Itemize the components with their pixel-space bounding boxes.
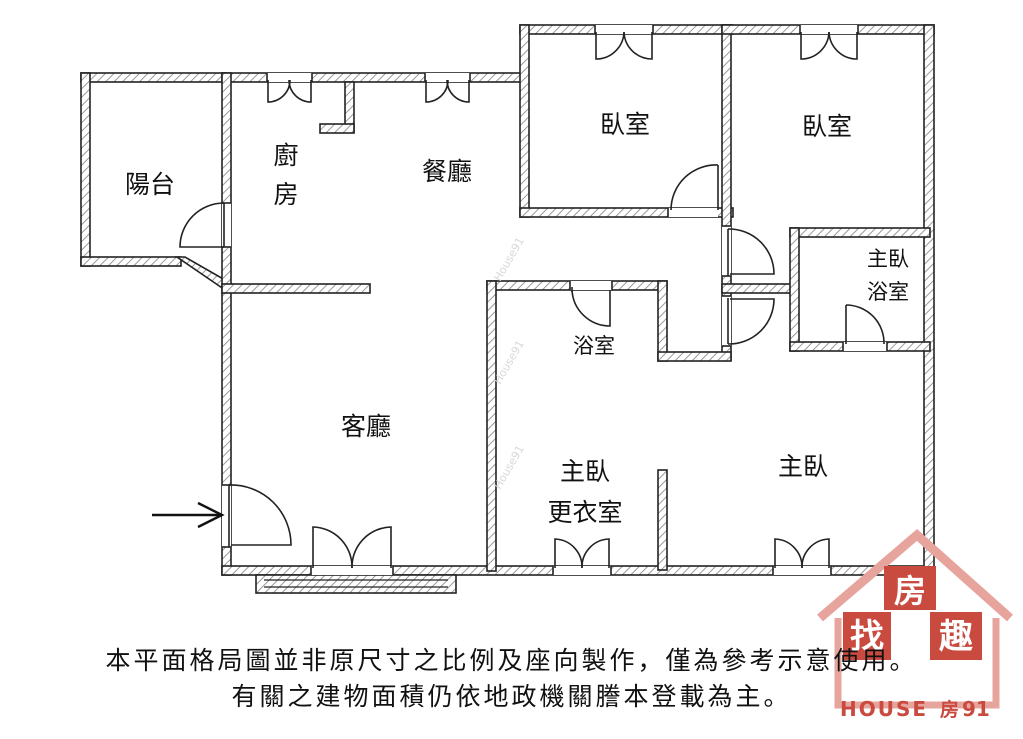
closet-double-door xyxy=(552,538,612,575)
doors xyxy=(179,25,888,575)
dining-double-door xyxy=(424,73,471,103)
label-balcony: 陽台 xyxy=(125,170,175,199)
label-master-bedroom: 主臥 xyxy=(778,452,828,481)
entrance-door xyxy=(222,484,292,548)
wall-segment xyxy=(789,227,931,238)
door-opening xyxy=(267,73,312,82)
house-roof-icon xyxy=(817,529,1013,622)
label-closet-line2: 更衣室 xyxy=(547,498,622,527)
label-kitchen-line2: 房 xyxy=(273,180,298,209)
label-bedroom-b: 臥室 xyxy=(802,112,852,141)
door-opening xyxy=(222,485,231,547)
door-opening xyxy=(553,566,611,575)
kitchen-double-door xyxy=(266,73,313,103)
wall-segment xyxy=(255,574,457,594)
door-opening xyxy=(595,25,653,34)
wall-segment xyxy=(721,283,798,294)
door-opening xyxy=(570,281,612,290)
label-dining: 餐廳 xyxy=(422,157,472,186)
door-opening xyxy=(222,203,231,247)
logo-box-left xyxy=(843,612,891,660)
logo-char-top: 房 xyxy=(894,572,926,610)
logo-box-top xyxy=(884,566,936,610)
wall-segment xyxy=(657,469,668,571)
label-bedroom-a: 臥室 xyxy=(600,110,650,139)
logo-brand-num: 91 xyxy=(962,697,990,721)
logo-char-left: 找 xyxy=(850,617,884,657)
wall-segment xyxy=(519,207,734,218)
wall-segment xyxy=(221,283,371,294)
logo-brand-latin: HOUSE xyxy=(840,697,928,721)
room-labels: 陽台 廚 房 餐廳 臥室 臥室 主臥 浴室 浴室 客廳 主臥 更衣室 主臥 xyxy=(125,110,909,527)
balcony-door xyxy=(179,202,225,248)
entrance-arrow-icon xyxy=(152,501,225,529)
door-opening xyxy=(773,566,831,575)
door-opening xyxy=(843,342,887,351)
wall-segment xyxy=(319,123,355,134)
master-bedroom-double-door xyxy=(772,538,832,575)
wall-segment xyxy=(923,24,935,576)
brand-logo: 房 找 趣 HOUSE 房 91 xyxy=(817,529,1013,721)
wall-segment xyxy=(657,280,668,362)
wall-segment xyxy=(486,280,497,572)
bath-door xyxy=(569,281,613,327)
label-closet-line1: 主臥 xyxy=(560,457,610,486)
disclaimer-line-1: 本平面格局圖並非原尺寸之比例及座向製作，僅為參考示意使用。 xyxy=(105,646,918,675)
wall-segment xyxy=(657,351,732,362)
wall-segment xyxy=(80,256,182,267)
master-bath-door xyxy=(842,304,888,351)
label-bath: 浴室 xyxy=(573,334,615,358)
bedroom-b-door xyxy=(722,225,775,277)
label-master-bath-line2: 浴室 xyxy=(867,280,909,304)
door-opening xyxy=(311,566,393,575)
wall-segment xyxy=(80,72,91,267)
disclaimer-line-2: 有關之建物面積仍依地政機關謄本登載為主。 xyxy=(231,682,792,711)
bay-window xyxy=(264,579,448,588)
living-double-door xyxy=(310,526,394,575)
bedroom-b-double-door xyxy=(799,25,859,60)
logo-char-right: 趣 xyxy=(939,617,973,657)
door-opening xyxy=(800,25,858,34)
logo-box-right xyxy=(930,612,982,660)
door-opening xyxy=(425,73,470,82)
wall-segment xyxy=(80,72,227,83)
label-kitchen-line1: 廚 xyxy=(273,141,298,170)
wall-segment xyxy=(519,24,530,218)
wall-segment xyxy=(789,227,800,352)
master-bedroom-hall-door xyxy=(722,295,775,347)
logo-brand-cjk: 房 xyxy=(940,698,959,721)
label-master-bath-line1: 主臥 xyxy=(867,247,909,271)
label-living: 客廳 xyxy=(341,412,391,441)
bedroom-a-door xyxy=(667,164,719,217)
door-opening xyxy=(722,226,731,276)
bedroom-a-double-door xyxy=(594,25,654,60)
door-opening xyxy=(722,296,731,346)
watermark-text: House91 xyxy=(491,235,526,283)
door-opening xyxy=(668,208,718,217)
